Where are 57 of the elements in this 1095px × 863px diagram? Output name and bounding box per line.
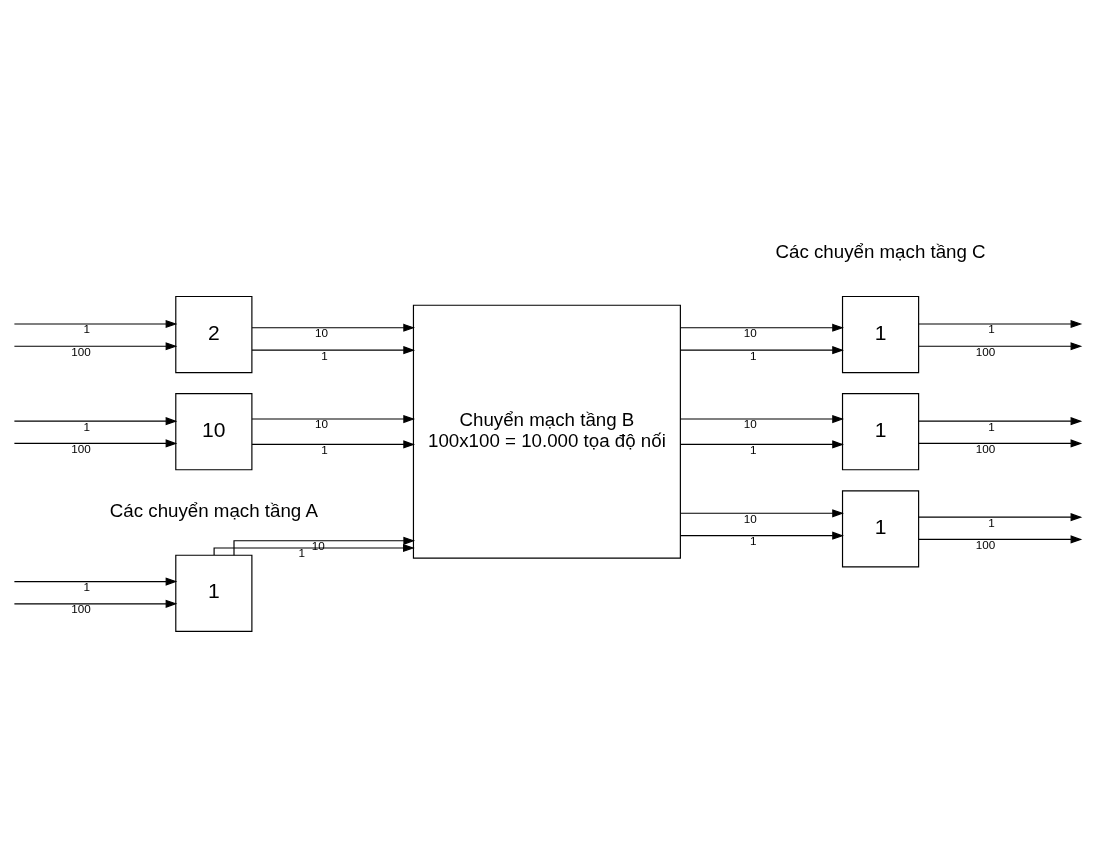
arrow [213,543,415,556]
arrow [13,341,178,350]
arrow [13,319,178,328]
edge-label: 10 [743,511,757,525]
arrow [680,414,844,423]
arrow [13,438,178,447]
edge-label: 1 [321,348,328,362]
edge-label: 1 [321,442,328,456]
node-box: 1 [841,295,920,373]
arrow [680,323,844,332]
arrow [13,576,178,586]
arrow [251,345,415,354]
node-box: 1 [175,554,253,632]
edge-label: 100 [975,344,996,358]
edge-label: 100 [71,441,91,455]
arrow [680,531,844,540]
arrow [233,536,416,556]
label: Các chuyển mạch tầng A [109,499,318,521]
arrow [918,512,1083,521]
arrow [13,416,178,425]
edge-label: 100 [71,344,91,358]
node-box: 1 [841,489,920,567]
node-box: Chuyển mạch tầng B 100x100 = 10.000 tọa độ nối [412,304,681,559]
edge-label: 10 [743,416,757,430]
arrow [918,438,1083,447]
edge-label: 100 [71,601,91,615]
edge-label: 1 [749,533,757,547]
edge-label: 1 [83,321,91,335]
node-box: 10 [175,392,253,470]
edge-label: 1 [988,419,995,433]
edge-label: 10 [315,416,329,430]
arrow [251,414,415,423]
arrow [918,319,1083,328]
edge-label: 100 [975,537,996,551]
node-box: 2 [175,295,253,373]
arrow [251,323,415,332]
arrow [680,439,844,448]
edge-label: 100 [975,441,996,455]
edge-label: 10 [311,538,325,552]
arrow [680,345,844,354]
edge-label: 1 [988,515,995,529]
edge-label: 1 [83,419,91,433]
edge-label: 1 [988,321,995,335]
label: Các chuyển mạch tầng C [775,240,986,262]
arrow [251,439,415,448]
edge-label: 10 [743,325,757,339]
edge-label: 1 [749,348,757,362]
arrow [13,599,178,608]
edge-label: 1 [83,579,91,593]
edge-label: 1 [749,442,757,456]
arrow [918,341,1083,350]
edge-label: 1 [298,545,306,559]
edge-label: 10 [315,325,329,339]
arrow [680,508,844,517]
node-box: 1 [841,392,920,470]
arrow [918,534,1083,543]
arrow [918,416,1083,425]
